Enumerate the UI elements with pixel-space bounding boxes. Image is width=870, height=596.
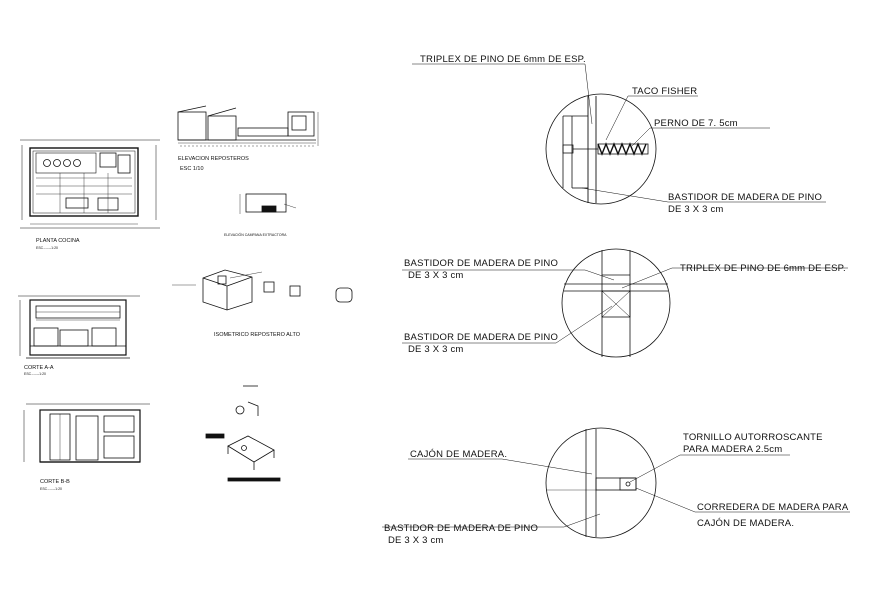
elevacion-scale: ESC 1/10 — [180, 166, 204, 172]
d3-tornillo-label-2: PARA MADERA 2.5cm — [683, 444, 782, 455]
d2-bastidor-top-label-1: BASTIDOR DE MADERA DE PINO — [404, 258, 558, 269]
planta-cocina-scale: ESC.------1:20 — [36, 246, 58, 250]
lavadero-detail-drawing — [205, 385, 281, 482]
d3-cajon-label: CAJÓN DE MADERA. — [410, 449, 507, 460]
corte-aa-title: CORTE A-A — [24, 365, 54, 371]
d3-bastidor-label-2: DE 3 X 3 cm — [388, 535, 444, 546]
corte-aa-drawing — [18, 295, 140, 359]
d2-bastidor-bot-label-1: BASTIDOR DE MADERA DE PINO — [404, 332, 558, 343]
campana-extractora-drawing — [239, 193, 297, 214]
d1-triplex-label: TRIPLEX DE PINO DE 6mm DE ESP. — [420, 54, 586, 65]
planta-cocina-title: PLANTA COCINA — [36, 238, 80, 244]
detail-3-circle — [382, 427, 850, 539]
corte-bb-drawing — [23, 403, 150, 463]
d1-taco-label: TACO FISHER — [632, 86, 697, 97]
d1-perno-label: PERNO DE 7. 5cm — [654, 118, 738, 129]
planta-cocina-drawing — [20, 139, 160, 229]
d2-bastidor-bot-label-2: DE 3 X 3 cm — [408, 344, 464, 355]
corte-aa-scale: ESC.------1:20 — [24, 372, 46, 376]
detail-2-circle — [402, 248, 848, 358]
elevacion-title: ELEVACION REPOSTEROS — [178, 156, 249, 162]
d2-bastidor-top-label-2: DE 3 X 3 cm — [408, 270, 464, 281]
corte-bb-title: CORTE B-B — [40, 479, 70, 485]
d1-bastidor-label-2: DE 3 X 3 cm — [668, 204, 724, 215]
elevacion-reposteros-drawing — [177, 105, 319, 147]
isometrico-title: ISOMETRICO REPOSTERO ALTO — [214, 332, 301, 338]
d1-bastidor-label-1: BASTIDOR DE MADERA DE PINO — [668, 192, 822, 203]
d3-tornillo-label-1: TORNILLO AUTORROSCANTE — [683, 432, 823, 443]
corte-bb-scale: ESC.------1:20 — [40, 487, 62, 491]
detail-1-circle — [412, 63, 826, 205]
isometrico-drawing — [172, 269, 353, 311]
campana-title: ELEVACIÓN CAMPANA EXTRACTORA — [224, 232, 287, 237]
d3-bastidor-label-1: BASTIDOR DE MADERA DE PINO — [384, 523, 538, 534]
d2-triplex-label: TRIPLEX DE PINO DE 6mm DE ESP. — [680, 263, 846, 274]
d3-corredera-label-2: CAJÓN DE MADERA. — [697, 518, 794, 529]
d3-corredera-label-1: CORREDERA DE MADERA PARA — [697, 502, 849, 513]
